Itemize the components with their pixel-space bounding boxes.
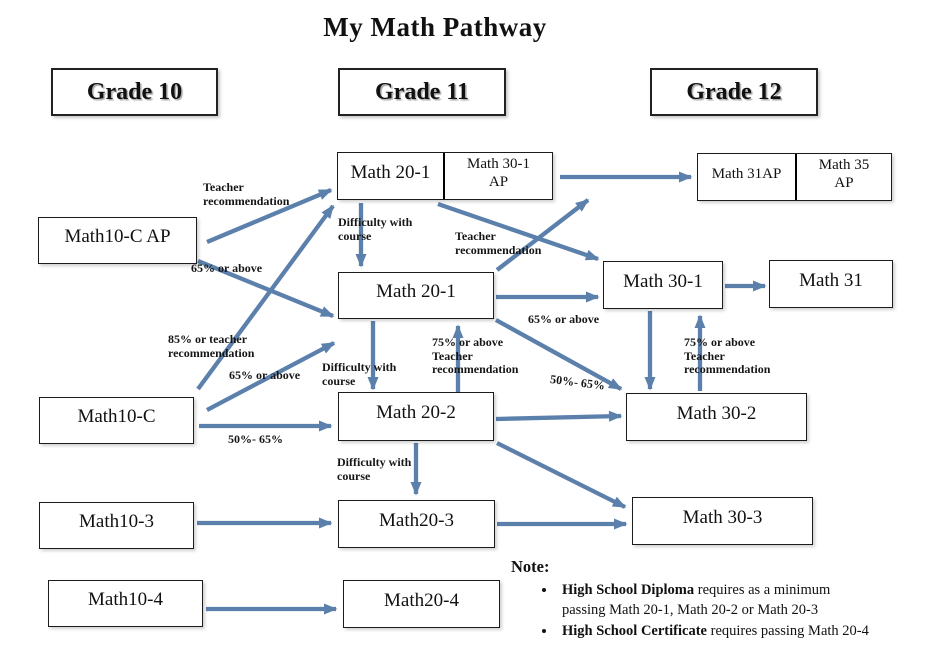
course-cell: Math 20-1 — [350, 162, 431, 184]
grade-header-grade-10: Grade 10 — [51, 68, 218, 116]
page-title: My Math Pathway — [323, 12, 547, 42]
arrow-label: 50%- 65% — [228, 432, 283, 446]
note-bold-text: High School Certificate — [562, 622, 707, 639]
course-box-math-30-3: Math 30-3 — [632, 497, 813, 545]
note-list: High School Diploma requires as a minimu… — [511, 580, 931, 641]
grade-header-grade-11: Grade 11 — [338, 68, 506, 116]
course-box-math-20-2: Math 20-2 — [338, 392, 494, 441]
course-box-math-20-1: Math 20-1 — [338, 272, 494, 319]
note-text: passing Math 20-1, Math 20-2 or Math 20-… — [562, 602, 819, 619]
note-title: Note: — [511, 557, 550, 576]
arrow-label: 65% or above — [229, 368, 301, 382]
arrow-20-1top-to-30-1 — [437, 201, 600, 262]
arrow-10c-to-20-1 — [205, 341, 336, 412]
grade-header-grade-12: Grade 12 — [650, 68, 818, 116]
course-box-math-20-3: Math20-3 — [338, 500, 495, 548]
arrow-10cap-to-20-1 — [197, 259, 335, 318]
course-cell: Math 31AP — [711, 165, 782, 182]
arrow-20-1-to-30-2 — [494, 318, 623, 391]
course-box-math-10-c-ap: Math10-C AP — [38, 217, 197, 264]
note-text: requires as a minimum — [694, 582, 831, 598]
course-box-math-31: Math 31 — [769, 260, 893, 308]
arrow-label: 65% or above — [528, 312, 600, 326]
arrow-20-1-to-30-1ap — [495, 198, 590, 272]
course-box-math-10-c: Math10-C — [39, 397, 194, 444]
note-item-certificate: High School Certificate requires passing… — [557, 621, 931, 641]
arrow-20-2-to-30-2 — [495, 410, 623, 422]
note-item-diploma: High School Diploma requires as a minimu… — [557, 580, 931, 621]
arrow-20-2-to-30-3 — [496, 441, 627, 509]
course-box-math-30-1: Math 30-1 — [603, 261, 723, 309]
course-box-math-30-2: Math 30-2 — [626, 393, 807, 441]
arrow-10c-to-20-1-top — [196, 204, 335, 391]
note-text: requires passing Math 20-4 — [706, 622, 869, 639]
course-box-math-10-4: Math10-4 — [48, 580, 203, 627]
course-box-math-20-4: Math20-4 — [343, 580, 500, 628]
note-block: Note: High School Diploma requires as a … — [511, 557, 931, 641]
arrow-label: 65% or above — [191, 261, 263, 275]
course-box-math-10-3: Math10-3 — [39, 502, 194, 549]
note-bold-text: High School Diploma — [562, 582, 695, 598]
arrow-10cap-to-20-1-top — [206, 188, 333, 244]
